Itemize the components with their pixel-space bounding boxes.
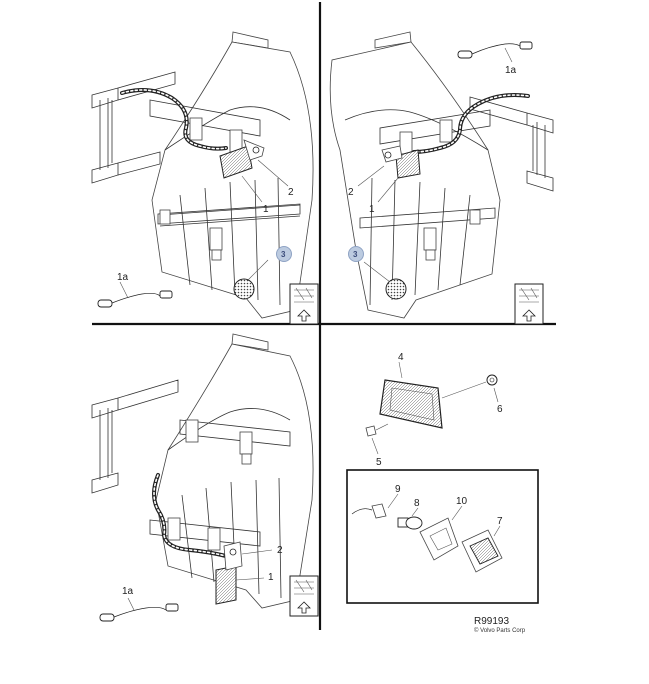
label-4: 4 [398,352,404,363]
label-9: 9 [395,484,401,495]
label-3: 3 [353,250,358,259]
label-1a: 1a [122,586,134,597]
chassis-frame [469,96,554,192]
label-2: 2 [277,545,283,556]
orientation-icon [289,575,319,617]
chassis-frame [91,71,176,184]
callout-3-badge [276,246,292,262]
reflector [385,278,407,300]
bulb [397,516,423,530]
panel-top-right: 1 2 1a 3 [329,31,554,325]
mudguard [151,31,314,319]
label-1a: 1a [117,272,129,283]
nut [486,374,498,386]
side-marker-lamp [219,139,265,179]
loose-cable-1a [457,41,533,59]
label-7: 7 [497,516,503,527]
label-1: 1 [268,572,274,583]
lamp-lens [461,529,503,573]
chassis-frame [91,379,179,494]
side-marker-lamp [381,145,421,179]
label-5: 5 [376,457,382,468]
label-2: 2 [288,187,294,198]
label-1a: 1a [505,65,517,76]
label-6: 6 [497,404,503,415]
screw [365,423,389,437]
lamp-housing [419,517,459,561]
loose-cable-1a [97,290,173,308]
reference-code: R99193 [474,616,509,627]
loose-cable-1a [99,603,179,622]
label-10: 10 [456,496,468,507]
panel-top-left: 1 2 1a 3 [91,31,319,325]
callout-3-badge [348,246,364,262]
label-8: 8 [414,498,420,509]
mudguard [155,333,314,609]
panel-bottom-left: 1 2 1a [91,333,319,622]
orientation-icon [514,283,544,325]
orientation-icon [289,283,319,325]
label-1: 1 [263,204,269,215]
bulb-holder [351,503,387,519]
side-marker-lamp [215,541,243,605]
label-2: 2 [348,187,354,198]
panel-bottom-right: 4 5 6 9 8 10 7 R991 [346,352,539,634]
mudguard [329,31,501,319]
label-3: 3 [281,250,286,259]
copyright-notice: © Volvo Parts Corp [474,627,526,634]
marker-lamp-exploded [379,379,443,429]
label-1: 1 [369,204,375,215]
reflector [233,278,255,300]
